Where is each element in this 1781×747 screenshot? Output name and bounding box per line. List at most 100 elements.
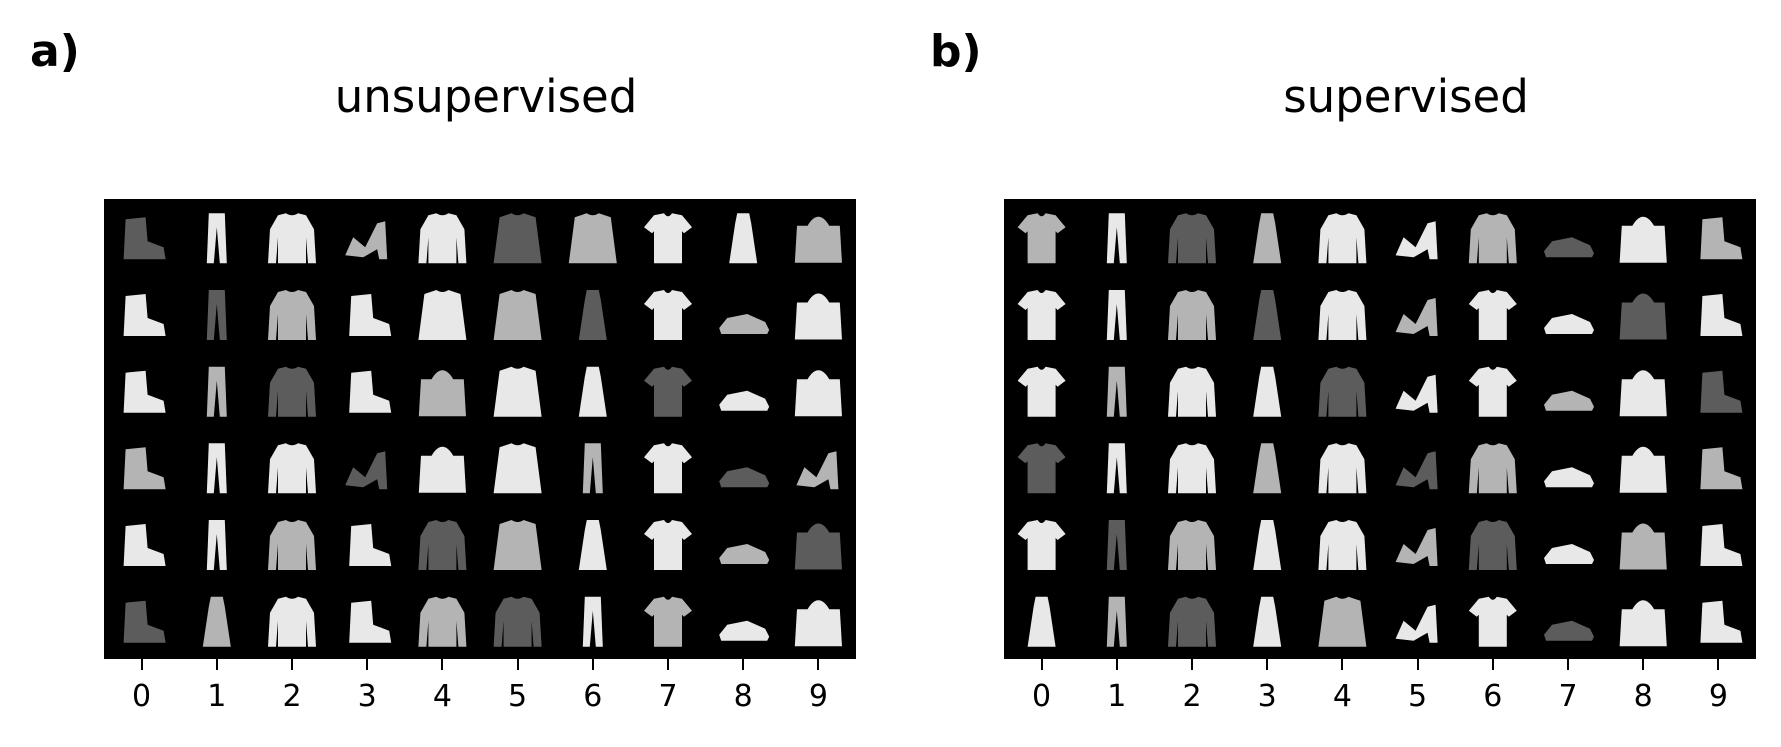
thumbnail-trouser	[1106, 596, 1127, 647]
thumbnail-pullover	[418, 596, 467, 647]
thumbnail-bag	[794, 370, 842, 417]
thumbnail-dress	[1253, 366, 1282, 417]
thumbnail-trouser	[1106, 213, 1127, 264]
thumbnail-pullover	[1168, 596, 1216, 647]
x-tick-mark	[742, 659, 745, 670]
x-tick-label: 1	[207, 679, 227, 714]
thumbnail-sneaker	[1544, 390, 1594, 411]
x-tick-label: 1	[1107, 679, 1127, 714]
thumbnail-dress	[578, 366, 607, 417]
thumbnail-boot	[1700, 294, 1743, 336]
thumbnail-tshirt	[1017, 290, 1066, 340]
thumbnail-shirt	[493, 443, 542, 494]
thumbnail-boot	[123, 370, 166, 413]
thumbnail-pullover	[268, 290, 316, 340]
thumbnail-boot	[349, 524, 392, 566]
thumbnail-sandal	[796, 451, 839, 490]
x-tick-mark	[215, 659, 218, 670]
thumbnail-pullover	[268, 443, 316, 494]
x-tick-mark	[441, 659, 444, 670]
x-tick-mark	[291, 659, 293, 670]
x-tick-label: 7	[1558, 679, 1578, 714]
panel-b-letter: b)	[930, 26, 982, 77]
thumbnail-tshirt	[1017, 520, 1066, 570]
thumbnail-bag	[794, 293, 842, 340]
thumbnail-sneaker	[1544, 620, 1594, 641]
panel-b-image-grid	[1004, 199, 1756, 659]
x-tick-mark	[366, 659, 369, 670]
thumbnail-dress	[202, 596, 231, 647]
x-tick-label: 3	[357, 679, 377, 714]
thumbnail-boot	[123, 600, 166, 643]
thumbnail-pullover	[418, 520, 467, 570]
thumbnail-pullover	[418, 213, 467, 264]
x-tick-mark	[1717, 659, 1720, 670]
thumbnail-shirt	[1318, 596, 1367, 647]
thumbnail-boot	[1700, 217, 1743, 260]
thumbnail-sandal	[1395, 374, 1438, 413]
x-tick-mark	[817, 659, 820, 670]
thumbnail-trouser	[1106, 520, 1127, 570]
x-tick-label: 4	[1332, 679, 1352, 714]
thumbnail-bag	[418, 446, 466, 493]
thumbnail-boot	[1700, 447, 1743, 490]
x-tick-mark	[1266, 659, 1269, 670]
x-tick-label: 9	[808, 679, 828, 714]
thumbnail-pullover	[268, 213, 316, 264]
x-tick-label: 4	[432, 679, 452, 714]
thumbnail-sandal	[1395, 298, 1438, 336]
x-tick-label: 9	[1708, 679, 1728, 714]
thumbnail-bag	[794, 600, 842, 647]
thumbnail-bag	[1619, 446, 1667, 493]
thumbnail-bag	[794, 216, 842, 263]
thumbnail-sandal	[1395, 528, 1438, 566]
thumbnail-shirt	[493, 520, 542, 570]
thumbnail-tshirt	[644, 443, 692, 494]
thumbnail-dress	[729, 213, 758, 264]
x-tick-label: 2	[1182, 679, 1202, 714]
thumbnail-tshirt	[644, 290, 692, 340]
thumbnail-boot	[123, 217, 166, 260]
x-tick-label: 0	[132, 679, 152, 714]
x-tick-mark	[591, 659, 594, 670]
x-tick-mark	[1341, 659, 1344, 670]
thumbnail-sandal	[345, 451, 388, 490]
x-tick-mark	[1642, 659, 1645, 670]
x-tick-mark	[140, 659, 143, 670]
thumbnail-tshirt	[644, 366, 692, 417]
thumbnail-pullover	[268, 596, 316, 647]
thumbnail-dress	[1253, 443, 1282, 494]
thumbnail-trouser	[582, 596, 603, 647]
x-tick-label: 5	[1408, 679, 1428, 714]
thumbnail-tshirt	[644, 520, 692, 570]
thumbnail-boot	[349, 370, 392, 413]
thumbnail-boot	[123, 524, 166, 566]
thumbnail-tshirt	[644, 596, 692, 647]
x-tick-mark	[1191, 659, 1193, 670]
thumbnail-boot	[349, 294, 392, 336]
thumbnail-sandal	[1395, 604, 1438, 643]
x-tick-mark	[516, 659, 519, 670]
thumbnail-bag	[1619, 293, 1667, 340]
thumbnail-shirt	[568, 213, 617, 264]
thumbnail-tshirt	[1468, 290, 1517, 340]
thumbnail-pullover	[268, 366, 316, 417]
thumbnail-dress	[578, 520, 607, 570]
thumbnail-sneaker	[719, 314, 770, 334]
thumbnail-pullover	[1468, 213, 1517, 264]
thumbnail-sandal	[345, 221, 388, 260]
thumbnail-shirt	[493, 290, 542, 340]
thumbnail-tshirt	[1017, 443, 1066, 494]
x-tick-mark	[1115, 659, 1118, 670]
thumbnail-pullover	[1168, 366, 1216, 417]
x-tick-label: 6	[1483, 679, 1503, 714]
x-tick-label: 8	[1633, 679, 1653, 714]
thumbnail-pullover	[1468, 443, 1517, 494]
thumbnail-sneaker	[719, 390, 770, 411]
thumbnail-trouser	[582, 443, 603, 494]
thumbnail-dress	[1253, 596, 1282, 647]
thumbnail-tshirt	[644, 213, 692, 264]
thumbnail-pullover	[1318, 290, 1367, 340]
thumbnail-trouser	[1106, 366, 1127, 417]
thumbnail-bag	[1619, 216, 1667, 263]
